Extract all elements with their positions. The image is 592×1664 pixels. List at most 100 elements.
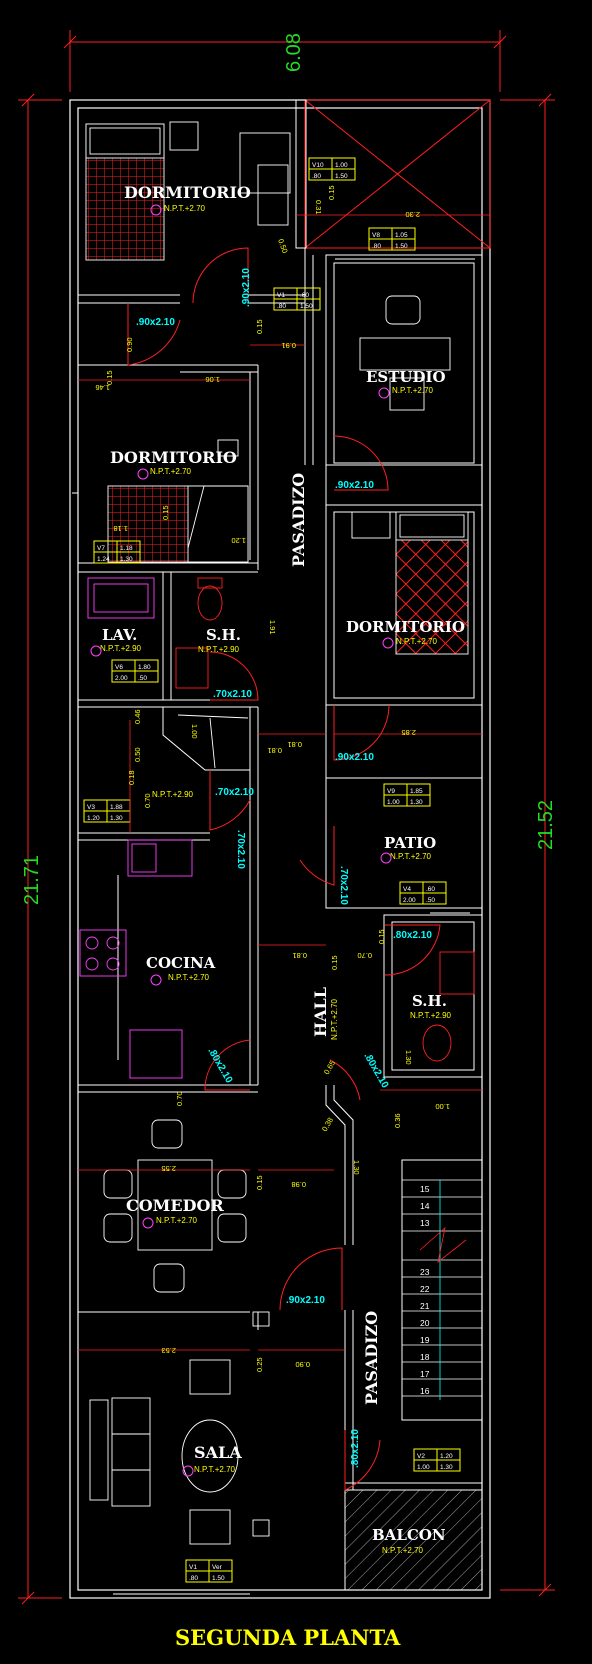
step-22: 22: [420, 1284, 430, 1294]
window-tag-v8-cell-0: V8: [372, 232, 380, 239]
window-tag-v10-cell-2: .80: [312, 173, 321, 180]
dim-1-20: 1.20: [231, 536, 246, 545]
window-tag-v6-cell-3: .50: [138, 675, 147, 682]
level-sala: N.P.T.+2.70: [194, 1465, 236, 1474]
window-tag-v6-cell-0: V6: [115, 664, 123, 671]
room-comedor: COMEDOR: [126, 1196, 224, 1215]
window-tag-v3-cell-3: 1.30: [110, 815, 123, 822]
dim-0-15-b: 0.15: [255, 319, 264, 334]
balcony-hatch: [344, 1489, 483, 1591]
dim-2-30: 2.30: [405, 210, 420, 219]
window-tag-v3-cell-1: 1.88: [110, 804, 123, 811]
window-openings: [72, 254, 475, 1595]
room-lavanderia: LAV.: [102, 626, 137, 644]
room-sh-1: S.H.: [206, 626, 241, 644]
dim-1-00-b: 1.00: [435, 1102, 450, 1111]
room-patio: PATIO: [384, 834, 436, 852]
window-tag-v4-cell-3: .50: [426, 897, 435, 904]
level-kitchen-pass: N.P.T.+2.90: [152, 790, 194, 799]
dim-2-53: 2.53: [161, 1346, 176, 1355]
overall-dimensions: [18, 30, 555, 1605]
window-tag-v2-cell-3: 1.30: [440, 1464, 453, 1471]
level-dormitorio-2: N.P.T.+2.70: [150, 467, 192, 476]
dim-1-00: 1.00: [190, 724, 199, 739]
window-tag-v6-cell-2: 2.00: [115, 675, 128, 682]
dim-0-98: 0.98: [291, 1180, 306, 1189]
level-comedor: N.P.T.+2.70: [156, 1216, 198, 1225]
step-21: 21: [420, 1301, 430, 1311]
dim-2-85: 2.85: [401, 728, 416, 737]
window-tag-v8-cell-1: 1.05: [395, 232, 408, 239]
dim-1-30-b: 1.30: [352, 1160, 361, 1175]
dim-1-18: 1.18: [113, 524, 128, 533]
window-tag-v9-cell-2: 1.00: [387, 799, 400, 806]
level-markers: [90, 204, 394, 1477]
door-label-dorm1: .90x2.10: [241, 268, 252, 307]
door-label-estudio: .90x2.10: [335, 480, 374, 491]
step-14: 14: [420, 1201, 430, 1211]
window-tag-v3: V3 1.88 1.20 1.30: [83, 799, 131, 823]
step-20: 20: [420, 1318, 430, 1328]
window-tag-v4: V4 .60 2.00 .50: [399, 881, 447, 905]
room-estudio: ESTUDIO: [366, 368, 446, 386]
step-17: 17: [420, 1369, 430, 1379]
step-13: 13: [420, 1218, 430, 1228]
dim-0-81-a: 0.81: [287, 740, 302, 749]
drawing-title: SEGUNDA PLANTA: [175, 1625, 401, 1650]
length-right-dim-label: 21.52: [535, 800, 557, 850]
dim-0-18: 0.18: [127, 770, 136, 785]
step-15: 15: [420, 1184, 430, 1194]
dim-0-15-c: 0.15: [105, 370, 114, 385]
corridor-pasadizo-lower: PASADIZO: [362, 1311, 381, 1405]
window-tag-v6-cell-1: 1.80: [138, 664, 151, 671]
window-tag-v1b-cell-3: 1.50: [300, 303, 313, 310]
door-label-balcon: .80x2.10: [350, 1429, 361, 1468]
dim-0-15-e: 0.15: [377, 929, 386, 944]
dim-0-90: 0.90: [125, 337, 134, 352]
window-tag-v7-cell-1: 1.18: [120, 545, 133, 552]
dim-1-46: 1.46: [95, 383, 110, 392]
window-tag-v1-cell-0: V1: [189, 1564, 197, 1571]
window-tag-v2-cell-0: V2: [417, 1453, 425, 1460]
window-tag-v3-cell-2: 1.20: [87, 815, 100, 822]
dim-1-06: 1.06: [205, 375, 220, 384]
dim-0-81-b: 0.81: [292, 951, 307, 960]
level-cocina: N.P.T.+2.70: [168, 973, 210, 982]
room-dormitorio-2: DORMITORIO: [110, 448, 237, 467]
dim-0-31: 0.31: [314, 200, 323, 215]
dim-1-30: 1.30: [404, 1050, 413, 1065]
door-label-patio: .70x2.10: [338, 866, 349, 905]
window-tag-v4-cell-0: V4: [403, 886, 411, 893]
interior-walls: [78, 99, 491, 1491]
window-tag-v4-cell-1: .60: [426, 886, 435, 893]
door-label-hall: .80x2.10: [361, 1051, 390, 1091]
dim-0-70: 0.70: [143, 793, 152, 808]
stairs: [402, 1179, 482, 1400]
window-tag-v1b-cell-0: V1: [277, 292, 285, 299]
door-label-cocina: .70x2.10: [235, 830, 246, 869]
step-18: 18: [420, 1352, 430, 1362]
level-hall: N.P.T.+2.70: [330, 998, 339, 1040]
level-lavanderia: N.P.T.+2.90: [100, 644, 142, 653]
level-sh-2: N.P.T.+2.90: [410, 1011, 452, 1020]
step-23: 23: [420, 1267, 430, 1277]
door-label-sh1: .70x2.10: [213, 689, 252, 700]
inner-dim-labels: 0.31 0.15 2.30 0.50 0.15 0.91 0.15 1.46 …: [95, 185, 450, 1372]
window-tag-v7-cell-2: 1.24: [97, 556, 110, 563]
dim-0-15-g: 0.15: [255, 1175, 264, 1190]
window-tag-v3-cell-0: V3: [87, 804, 95, 811]
width-dim-label: 6.08: [283, 33, 305, 72]
window-tag-v1b-cell-1: .60: [300, 292, 309, 299]
window-tag-v4-cell-2: 2.00: [403, 897, 416, 904]
dim-0-50: 0.50: [276, 238, 289, 255]
inner-dim-lines: [78, 214, 490, 1351]
dim-0-15-a: 0.15: [327, 185, 336, 200]
level-balcon: N.P.T.+2.70: [382, 1546, 424, 1555]
room-sh-2: S.H.: [412, 992, 447, 1010]
window-tag-v10-cell-1: 1.00: [335, 162, 348, 169]
